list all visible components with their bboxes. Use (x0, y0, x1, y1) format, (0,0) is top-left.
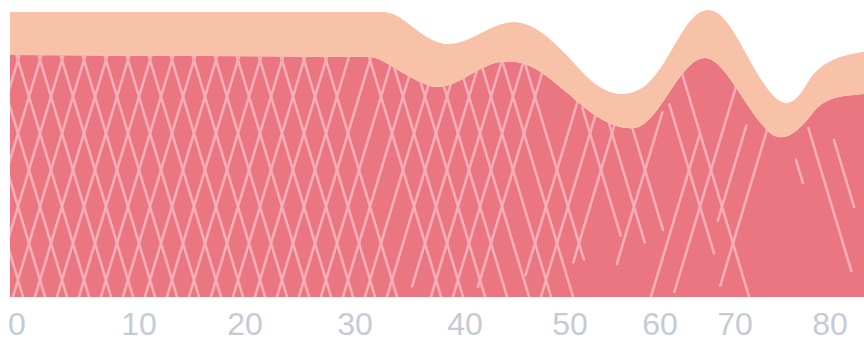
collagen-fiber (122, 40, 200, 300)
age-label: 50 (552, 304, 588, 344)
collagen-fiber (320, 40, 398, 300)
collagen-fiber (232, 40, 310, 300)
collagen-fiber (0, 40, 24, 300)
collagen-fiber (56, 40, 134, 300)
collagen-fiber (188, 40, 266, 300)
collagen-fiber (34, 40, 112, 300)
collagen-fiber (342, 40, 420, 300)
collagen-fiber (298, 40, 376, 300)
collagen-fiber (12, 40, 90, 300)
collagen-fiber (210, 40, 288, 300)
collagen-fiber (166, 40, 244, 300)
collagen-fiber (34, 40, 112, 300)
collagen-fiber (276, 40, 354, 300)
collagen-fiber (452, 40, 530, 300)
age-label: 10 (121, 304, 157, 344)
collagen-fiber (276, 40, 354, 300)
collagen-fiber (254, 40, 332, 300)
collagen-fiber (0, 40, 68, 300)
collagen-fiber (122, 40, 200, 300)
collagen-fiber (232, 40, 310, 300)
collagen-fiber (166, 40, 244, 300)
collagen-fiber (12, 40, 90, 300)
collagen-fiber (617, 112, 663, 264)
age-label: 20 (227, 304, 263, 344)
epidermis-layer (10, 10, 864, 137)
age-label: 80 (812, 304, 848, 344)
collagen-fiber (0, 40, 68, 300)
collagen-fiber (100, 40, 178, 300)
collagen-fiber (254, 40, 332, 300)
collagen-fiber (0, 40, 2, 300)
collagen-fiber (100, 40, 178, 300)
collagen-fiber (650, 134, 700, 300)
collagen-fiber (298, 40, 376, 300)
collagen-fiber (808, 128, 851, 271)
collagen-fiber (474, 40, 552, 300)
age-label: 30 (337, 304, 373, 344)
collagen-fiber (78, 40, 156, 300)
collagen-fiber (414, 58, 486, 300)
collagen-fiber (78, 40, 156, 300)
age-label: 40 (447, 304, 483, 344)
collagen-fiber (144, 40, 222, 300)
age-label: 70 (717, 304, 753, 344)
collagen-fiber (188, 40, 266, 300)
collagen-fiber (834, 140, 854, 207)
collagen-fiber (56, 40, 134, 300)
collagen-fiber (0, 40, 24, 300)
age-label: 60 (642, 304, 678, 344)
collagen-fiber (0, 40, 2, 300)
collagen-fiber (796, 160, 803, 183)
collagen-fiber (210, 40, 288, 300)
collagen-fiber (718, 126, 747, 221)
collagen-fiber (320, 40, 398, 300)
collagen-fiber (478, 40, 552, 287)
age-label: 0 (8, 304, 26, 344)
collagen-fiber (144, 40, 222, 300)
